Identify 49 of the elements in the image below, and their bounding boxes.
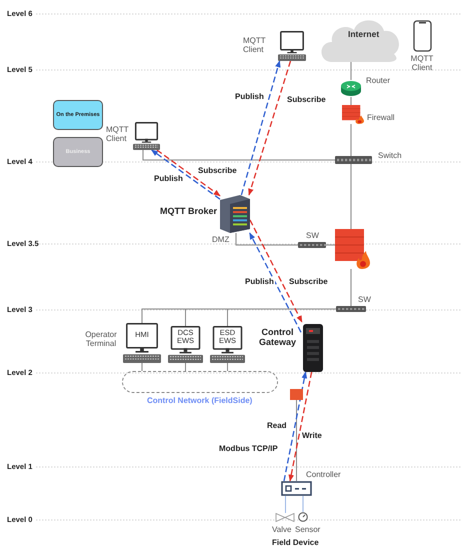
node-label: Controller: [306, 470, 342, 480]
connector-line: [350, 96, 352, 106]
node-label: MQTT Client: [106, 125, 130, 144]
edge-label: Subscribe: [286, 95, 327, 104]
edge-label: Publish: [234, 92, 265, 101]
note-label: Field Device: [272, 538, 319, 547]
node-label: Valve: [272, 525, 292, 534]
node-label: SW: [306, 231, 320, 240]
node-label: MQTT Broker: [160, 206, 218, 216]
node-label: DMZ: [212, 235, 230, 244]
connector-line: [236, 232, 298, 246]
node-label: Operator Terminal: [84, 330, 118, 348]
node-label: MQTT Client: [410, 54, 434, 72]
arrow: [249, 232, 302, 333]
zone-box: [53, 100, 103, 130]
edge-label: Subscribe: [288, 277, 329, 286]
node-label: Control Gateway: [258, 327, 298, 348]
connector-line: [350, 268, 352, 306]
edge-label: Write: [301, 431, 323, 440]
connector-line: [185, 362, 186, 372]
node-label: MQTT Client: [243, 36, 267, 54]
connector-line: [326, 244, 336, 246]
edge-label: Read: [266, 421, 288, 430]
arrow: [240, 60, 281, 196]
connector-line: [227, 362, 228, 372]
edge-label: Subscribe: [197, 166, 238, 175]
connector-line: [227, 308, 336, 326]
node-label: Sensor: [295, 525, 322, 534]
arrow: [248, 60, 292, 196]
connector-line: [350, 164, 352, 230]
node-label: Router: [366, 76, 392, 86]
connector-line: [285, 496, 286, 514]
connector-line: [350, 124, 352, 156]
node-label: Switch: [378, 151, 403, 160]
arrow: [283, 371, 308, 482]
connector-line: [302, 496, 304, 512]
edge-label: Publish: [153, 174, 184, 183]
note-label: Modbus TCP/IP: [219, 444, 278, 453]
connector-line: [296, 400, 297, 482]
zone-box: [53, 137, 103, 167]
edge-label: Publish: [244, 277, 275, 286]
network-label: Control Network (FieldSide): [147, 396, 252, 405]
arrow: [249, 220, 302, 323]
arrow: [288, 372, 312, 482]
cloud-label: Internet: [348, 29, 380, 39]
node-label: SW: [358, 295, 372, 304]
connector-line: [142, 150, 336, 160]
connector-line: [350, 62, 352, 80]
node-label: Firewall: [367, 113, 396, 122]
